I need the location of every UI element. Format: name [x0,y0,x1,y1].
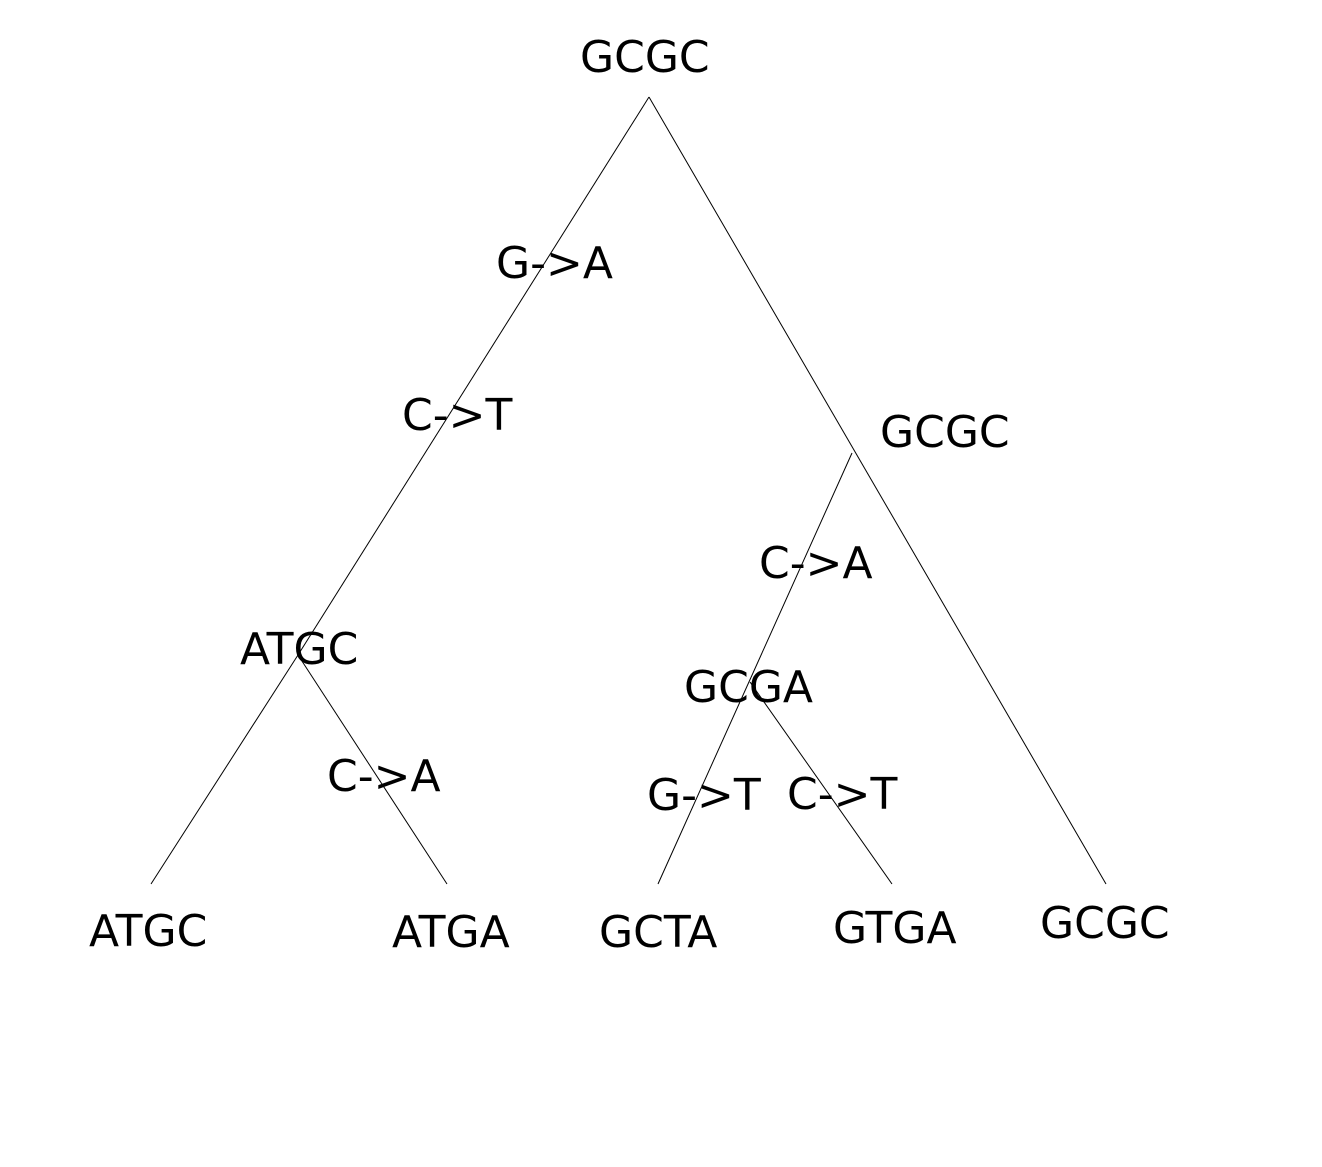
leaf-4-label: GTGA [833,903,957,954]
leaf-5-label: GCGC [1040,898,1170,949]
node-mid-label: GCGA [684,662,813,713]
edge-atgc-to-leaf-atgc [150,654,299,885]
node-left-label: ATGC [240,624,358,675]
mutation-label-c-to-a-left: C->A [327,751,441,802]
leaf-3-label: GCTA [599,907,717,958]
mutation-label-g-to-t: G->T [647,770,761,821]
node-labels: GCGC ATGC GCGC GCGA ATGC ATGA GCTA GTGA … [89,32,1170,958]
node-root-label: GCGC [580,32,710,83]
tree-edges [150,96,1107,885]
edge-gcgc-to-gcga [657,452,853,885]
edge-atgc-to-leaf-atga [297,654,448,885]
edge-root-to-leaf-gcgc [648,96,1107,885]
mutation-label-g-to-a: G->A [496,238,613,289]
mutation-label-c-to-t-upper: C->T [402,390,512,441]
leaf-2-label: ATGA [392,907,510,958]
edge-root-to-atgc [297,96,650,656]
mutation-label-c-to-a-right: C->A [759,538,873,589]
node-right-label: GCGC [880,407,1010,458]
edge-gcga-to-leaf-gtga [749,681,893,885]
leaf-1-label: ATGC [89,906,207,957]
mutation-label-c-to-t-lower: C->T [787,769,897,820]
mutation-labels: G->A C->T C->A C->A G->T C->T [327,238,897,821]
